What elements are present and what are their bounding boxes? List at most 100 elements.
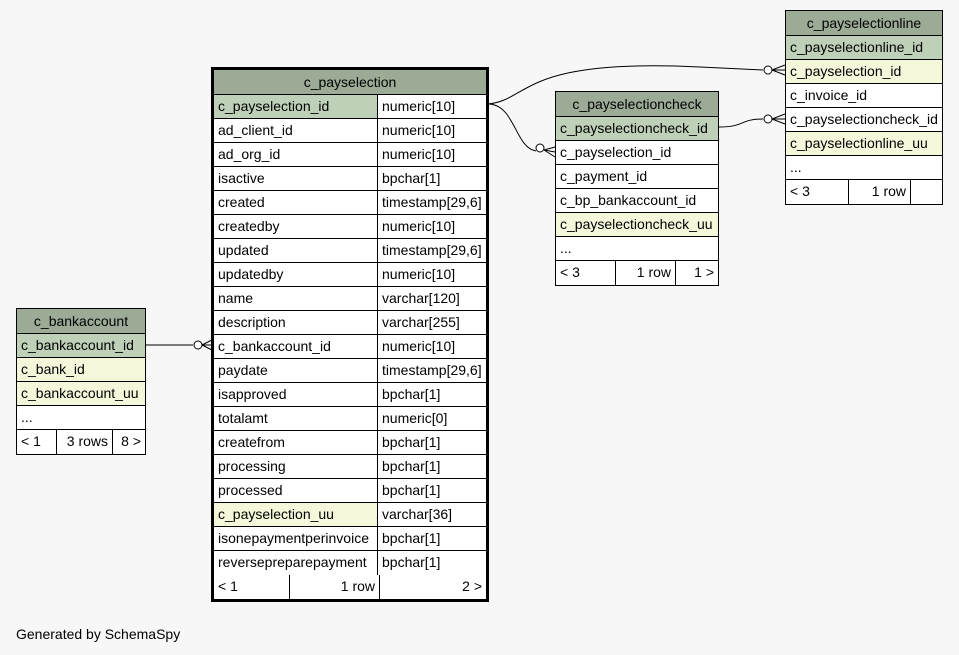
column-row[interactable]: c_invoice_id [786,84,942,108]
column-name: updated [214,239,378,262]
edge-bankaccount-payselection [146,339,213,351]
column-type: bpchar[1] [378,455,486,478]
column-row[interactable]: c_bank_id [17,358,145,382]
column-name: updatedby [214,263,378,286]
table-c-bankaccount[interactable]: c_bankaccount c_bankaccount_id c_bank_id… [16,308,146,455]
column-name: totalamt [214,407,378,430]
column-type: bpchar[1] [378,383,486,406]
column-row[interactable]: c_payment_id [556,165,718,189]
table-header[interactable]: c_bankaccount [17,309,145,334]
column-type: bpchar[1] [378,527,486,550]
column-name: c_payselectionline_id [790,39,924,55]
column-row[interactable]: c_bp_bankaccount_id [556,189,718,213]
column-name: c_bankaccount_id [21,337,134,353]
column-type: timestamp[29,6] [378,359,486,382]
column-row[interactable]: ... [17,406,145,430]
column-type: varchar[255] [378,311,486,334]
column-name: processing [214,455,378,478]
children-link[interactable] [910,180,942,204]
table-c-payselectionline[interactable]: c_payselectionline c_payselectionline_id… [785,10,943,205]
column-name: c_payselectioncheck_id [790,111,938,127]
table-footer: < 1 1 row 2 > [214,575,486,599]
column-name: isonepaymentperinvoice [214,527,378,550]
column-row[interactable]: c_payselectioncheck_uu [556,213,718,237]
column-row[interactable]: c_payselectioncheck_id [786,108,942,132]
column-name: c_bankaccount_uu [21,385,139,401]
table-footer: < 3 1 row 1 > [556,261,718,285]
column-name: description [214,311,378,334]
column-type: bpchar[1] [378,479,486,502]
parents-link[interactable]: < 3 [790,183,810,199]
column-name: ad_org_id [214,143,378,166]
column-name: isactive [214,167,378,190]
row-count: 1 row [615,261,675,285]
table-footer: < 1 3 rows 8 > [17,430,145,454]
column-row[interactable]: c_payselectionline_id [786,36,942,60]
column-name: isapproved [214,383,378,406]
column-name: paydate [214,359,378,382]
table-header[interactable]: c_payselectioncheck [556,92,718,117]
children-link[interactable]: 1 > [675,261,718,285]
table-c-payselectioncheck[interactable]: c_payselectioncheck c_payselectioncheck_… [555,91,719,286]
column-row[interactable]: c_payselection_id [556,141,718,165]
column-type: numeric[10] [378,335,486,358]
table-header[interactable]: c_payselectionline [786,11,942,36]
column-name: c_payment_id [560,168,648,184]
column-name: ... [21,409,33,425]
column-type: bpchar[1] [378,167,486,190]
column-name: created [214,191,378,214]
column-name: name [214,287,378,310]
column-type: numeric[10] [378,143,486,166]
column-name: reversepreparepayment [214,551,378,575]
column-row[interactable]: ... [556,237,718,261]
parents-link[interactable]: < 1 [218,578,238,594]
parents-link[interactable]: < 3 [560,264,580,280]
column-row[interactable]: c_payselectionline_uu [786,132,942,156]
column-type: varchar[120] [378,287,486,310]
children-link[interactable]: 2 > [379,575,486,599]
column-row[interactable]: c_bankaccount_id [17,334,145,358]
children-link[interactable]: 8 > [112,430,145,454]
column-type: numeric[10] [378,263,486,286]
column-name: c_payselection_id [790,63,902,79]
column-row[interactable]: c_payselectioncheck_id [556,117,718,141]
column-name: createdby [214,215,378,238]
column-name: ... [560,240,572,256]
parents-link[interactable]: < 1 [21,433,41,449]
column-type: timestamp[29,6] [378,191,486,214]
column-name: ... [790,159,802,175]
column-row[interactable]: c_payselection_id [786,60,942,84]
column-name: c_payselection_id [214,95,378,118]
column-row[interactable]: ... [786,156,942,180]
column-name: c_payselectioncheck_uu [560,216,713,232]
column-type: numeric[0] [378,407,486,430]
column-name: c_bank_id [21,361,85,377]
column-name: c_payselection_uu [214,503,378,526]
column-row[interactable]: c_bankaccount_uu [17,382,145,406]
column-name: processed [214,479,378,502]
table-header[interactable]: c_payselection [214,70,486,95]
column-name: c_bankaccount_id [214,335,378,358]
